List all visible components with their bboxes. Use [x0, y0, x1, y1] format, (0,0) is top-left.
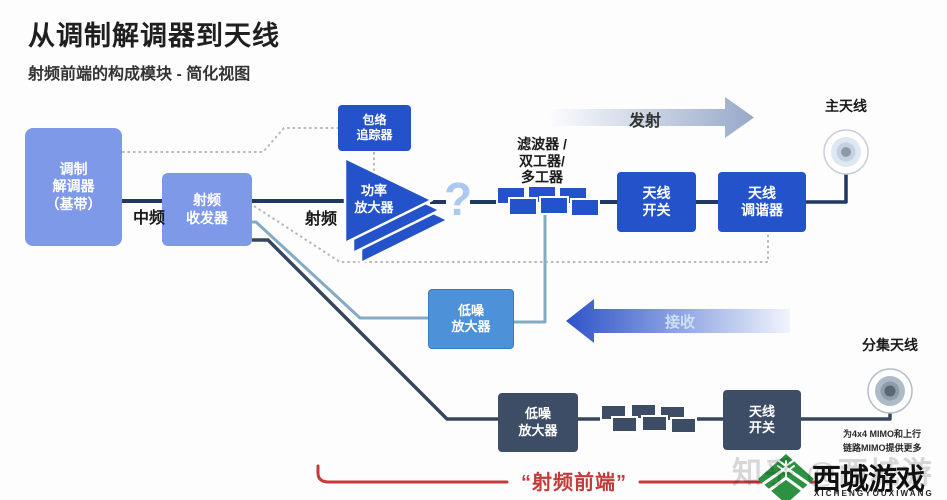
filter-cluster-top-icon	[496, 185, 600, 217]
watermark-site-name: 西城游戏网	[812, 464, 925, 496]
diversity-antenna-label: 分集天线	[862, 337, 918, 353]
receive-arrow	[566, 299, 790, 343]
lna-mid-block: 低噪 放大器	[428, 289, 514, 349]
main-antenna-label: 主天线	[825, 98, 867, 114]
page-subtitle: 射频前端的构成模块 - 简化视图	[28, 66, 251, 83]
modem-block: 调制 解调器 （基带）	[25, 128, 122, 246]
rf-transceiver-block: 射频 收发器	[162, 173, 252, 246]
transmit-arrow	[550, 97, 754, 138]
receive-path-lines	[252, 214, 547, 324]
envelope-tracker-block: 包络 追踪器	[338, 105, 411, 151]
transmit-label: 发射	[628, 113, 661, 130]
question-mark: ?	[443, 173, 473, 225]
receive-label: 接收	[664, 314, 695, 331]
lna-bottom-block: 低噪 放大器	[498, 393, 578, 452]
page-title: 从调制解调器到天线	[28, 21, 280, 51]
antenna-tuner-block: 天线 调谐器	[718, 172, 806, 232]
rf-frontend-label: “射频前端”	[521, 472, 627, 494]
main-antenna-icon	[823, 129, 869, 175]
antenna-switch-bottom-block: 天线 开关	[723, 390, 801, 450]
power-amplifier-label: 功率 放大器	[354, 183, 394, 215]
filter-cluster-bottom-icon	[600, 403, 697, 434]
mimo-note: 为4x4 MIMO和上行 链路MIMO提供更多	[843, 429, 922, 453]
dotted-control-lines	[122, 127, 769, 263]
watermark-logo-icon	[758, 454, 814, 500]
antenna-switch-top-block: 天线 开关	[617, 172, 696, 232]
diversity-antenna-icon	[867, 368, 913, 414]
watermark-site-pinyin: XICHENGYOUXIWANG	[814, 489, 934, 498]
rf-label: 射频	[304, 211, 337, 228]
filter-duplexer-label: 滤波器 / 双工器/ 多工器	[517, 136, 567, 186]
watermark-faint: 知乎 @西城游戏网	[732, 457, 934, 490]
power-amplifier-triangle-icon	[343, 156, 450, 265]
if-label: 中频	[132, 210, 165, 227]
